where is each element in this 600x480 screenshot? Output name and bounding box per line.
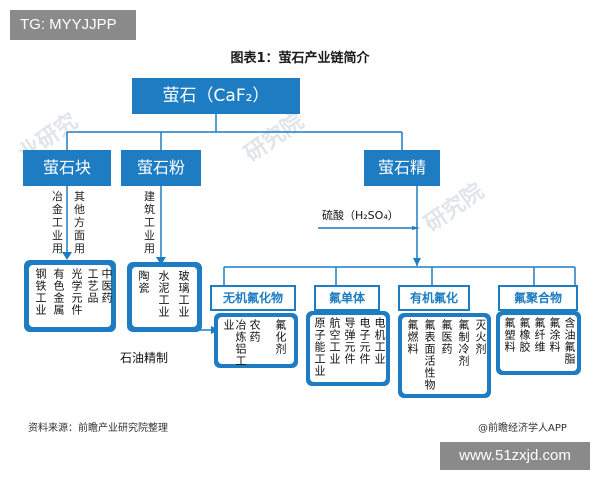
corner-tag: TG: MYYJJPP — [10, 10, 136, 40]
item-fluoroplastic: 氟塑料 — [503, 317, 516, 353]
use-label-construction: 建筑工业用 — [144, 190, 155, 255]
target-steel: 钢铁工业 — [34, 268, 47, 316]
target-crafts: 工艺品 — [86, 268, 99, 304]
figure-title: 图表1：萤石产业链简介 — [230, 51, 370, 66]
use-label-metallurgy: 冶金工业用 — [52, 190, 63, 255]
item-fluorinating-agent: 氟化剂 — [274, 319, 287, 355]
item-fluoro-surfactant: 氟表面活性物 — [423, 319, 436, 391]
item-aviation-industry: 航空工业 — [328, 317, 341, 365]
item-motor-industry: 电机工业 — [373, 317, 386, 365]
item-fluoro-refrigerant: 氟制冷剂 — [457, 319, 470, 367]
target-cement: 水泥工业 — [157, 270, 170, 318]
inorganic-items-panel: 冶炼铝工业 农药 氟化剂 — [214, 313, 298, 368]
item-fluorocoating: 氟涂料 — [548, 317, 561, 353]
item-aluminum-smelting: 冶炼铝工业 — [222, 319, 247, 367]
category-monomer: 氟单体 — [314, 285, 380, 311]
product-node-block: 萤石块 — [23, 150, 111, 186]
target-optics: 光学元件 — [70, 268, 83, 316]
monomer-items-panel: 原子能工业 航空工业 导弹元件 电子元件 电机工业 — [306, 311, 390, 386]
site-watermark: www.51zxjd.com — [440, 442, 590, 470]
source-note: 资料来源：前瞻产业研究院整理 — [28, 423, 168, 434]
item-fluoro-fuel: 氟燃料 — [406, 319, 419, 355]
item-nuclear-industry: 原子能工业 — [313, 317, 326, 377]
root-node: 萤石（CaF₂） — [132, 78, 300, 114]
powder-targets-panel: 陶瓷 水泥工业 玻璃工业 — [127, 262, 202, 332]
organic-items-panel: 氟燃料 氟表面活性物 氟医药 氟制冷剂 灭火剂 — [398, 313, 491, 398]
target-medicine: 中医药 — [100, 268, 113, 304]
category-organic: 有机氟化 — [398, 285, 470, 311]
item-fluorofiber: 氟纤维 — [533, 317, 546, 353]
item-missile-components: 导弹元件 — [343, 317, 356, 365]
item-electronic-components: 电子元件 — [358, 317, 371, 365]
target-nonferrous: 有色金属 — [52, 268, 65, 316]
use-label-other: 其他方面用 — [74, 190, 85, 255]
polymer-items-panel: 氟塑料 氟橡胶 氟纤维 氟涂料 含油氟脂 — [496, 311, 581, 375]
category-inorganic: 无机氟化物 — [210, 285, 296, 311]
item-pesticide: 农药 — [248, 319, 261, 343]
target-glass: 玻璃工业 — [177, 270, 190, 318]
target-ceramics: 陶瓷 — [137, 270, 150, 294]
item-fire-extinguisher: 灭火剂 — [474, 319, 487, 355]
reagent-label: 硫酸（H₂SO₄） — [322, 209, 399, 222]
product-node-powder: 萤石粉 — [121, 150, 201, 186]
item-fluoro-grease: 含油氟脂 — [563, 317, 576, 365]
item-fluoro-medicine: 氟医药 — [440, 319, 453, 355]
item-fluororubber: 氟橡胶 — [518, 317, 531, 353]
oil-refining-label: 石油精制 — [120, 351, 169, 365]
block-targets-panel: 钢铁工业 有色金属 光学元件 工艺品 中医药 — [24, 260, 116, 332]
category-polymer: 氟聚合物 — [498, 285, 578, 311]
credit-note: @前瞻经济学人APP — [478, 423, 567, 434]
product-node-concentrate: 萤石精 — [364, 150, 440, 186]
